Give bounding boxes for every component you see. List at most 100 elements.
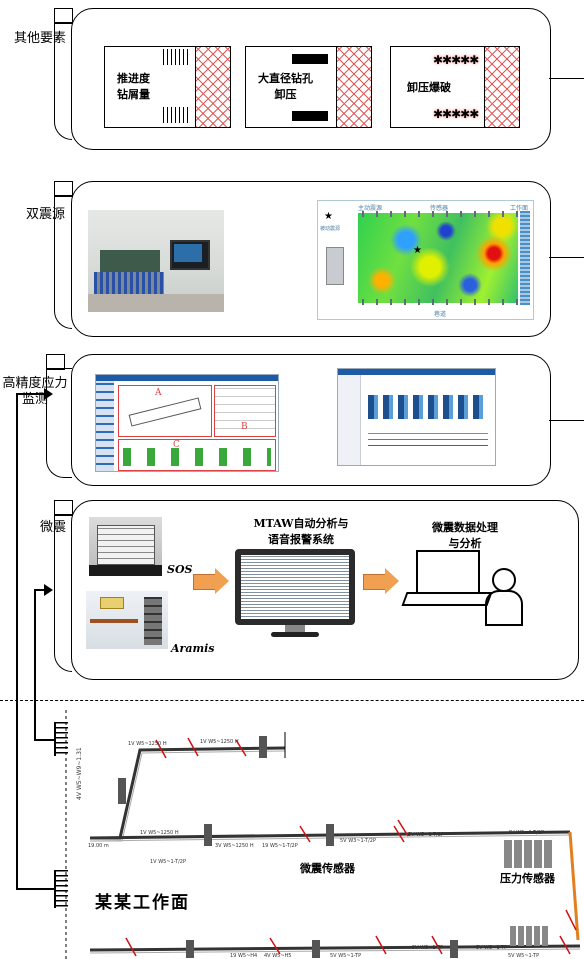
sos-base (89, 565, 162, 576)
aramis-label: Aramis (171, 642, 215, 655)
card-label: 卸压爆破 (407, 81, 451, 94)
arrow-right-1-head (215, 568, 229, 594)
map-star-icon: ★ (324, 211, 333, 222)
mine-label: 5V W5~1-T/2P (408, 832, 444, 838)
screen-sidebar (96, 381, 114, 471)
map-top-label-face: 工作面 (510, 205, 529, 212)
sensor-ticks-bottom (362, 299, 518, 305)
laptop-icon (416, 550, 480, 594)
trend-bars (368, 395, 488, 419)
table (88, 294, 224, 312)
sos-equipment-photo (89, 517, 162, 576)
comb-connector-upper (54, 722, 68, 756)
mine-label: 5V W5~1-TP (508, 953, 540, 959)
card-hatch (195, 47, 230, 127)
mine-label: 1V W5~1-T/2P (150, 859, 186, 865)
mine-label: 5V W5~1-TP (476, 945, 508, 951)
mine-label: 19 W5~1-T/2P (262, 843, 298, 849)
factor-card-large-borehole: 大直径钻孔 卸压 (245, 46, 372, 128)
tab-shadow-microseismic (54, 514, 72, 672)
feed-line-micro (34, 589, 36, 741)
arrow-right-1 (193, 574, 217, 590)
tunnel-sketch (128, 397, 202, 427)
mine-label: 4V W5~H5 (264, 953, 292, 959)
tomography-heatmap (358, 213, 518, 303)
borehole-bar-bottom (292, 111, 328, 121)
arrow-right-2 (363, 574, 387, 590)
laptop-base (401, 592, 493, 606)
region-b: B (214, 385, 276, 437)
drill-bars-bottom (163, 107, 191, 123)
region-c-label: C (173, 440, 180, 450)
tab-shadow-dual-source (54, 195, 72, 329)
pressure-sensor-label: 压力传感器 (500, 872, 555, 885)
person-body-icon (485, 590, 523, 626)
micro-sensor-label: 微震传感器 (300, 862, 355, 875)
tab-shadow-stress (46, 368, 72, 478)
mine-label: 3V W5~1250 H (215, 843, 254, 849)
workface-strip (520, 211, 530, 305)
map-left-box (326, 247, 344, 285)
trend-sidebar (338, 375, 361, 465)
lab-equipment-photo (88, 210, 224, 312)
region-a: A (118, 385, 212, 437)
tab-shadow-other-factors (54, 22, 72, 140)
workface-label: 某某工作面 (95, 893, 190, 913)
aramis-desk (90, 619, 138, 623)
feed-line-main (16, 393, 18, 890)
mine-label: 5V W3~1-T/2P (340, 838, 376, 844)
mine-label: 1V W5~1250 H (140, 830, 179, 836)
monitor-screen (174, 244, 202, 262)
trend-titlebar (338, 369, 495, 375)
stress-software-screen: A B C (95, 374, 279, 472)
feed-line-micro-bottom (34, 739, 54, 741)
map-left-label: 被动震源 (320, 226, 341, 232)
mtaw-monitor (235, 549, 355, 625)
card-hatch (336, 47, 371, 127)
region-b-label: B (241, 422, 248, 432)
card-hatch (484, 47, 519, 127)
screen-titlebar (96, 375, 278, 381)
mtaw-stand (285, 625, 305, 633)
equipment-cables (94, 272, 164, 294)
section-separator (0, 700, 584, 701)
mine-label: 19 W5~H4 (230, 953, 258, 959)
map-top-label-sensor: 传感器 (430, 205, 449, 212)
mine-label: 19.00 m (88, 843, 109, 849)
feed-line-main-top (16, 393, 46, 395)
mine-label: 1V W5~1250 H (200, 739, 239, 745)
region-c: C (118, 439, 276, 471)
section-label-other-factors: 其他要素 (14, 31, 67, 46)
feed-arrow-micro (44, 584, 53, 596)
aramis-rack (144, 597, 162, 645)
mtaw-screen (241, 555, 349, 619)
feed-line-main-bottom (16, 888, 54, 890)
feed-arrow-stress (44, 388, 53, 400)
card-label: 推进度 钻屑量 (117, 72, 150, 101)
drill-bars-top (163, 49, 191, 65)
mine-label: 1V W5~1250 H (128, 741, 167, 747)
factor-card-blasting: ✱✱✱✱✱ ✱✱✱✱✱ 卸压爆破 (390, 46, 520, 128)
bar-charts (123, 448, 271, 466)
factor-card-advance-drill: 推进度 钻屑量 (104, 46, 231, 128)
aramis-workstation-photo (86, 591, 168, 649)
sos-rack (97, 525, 155, 565)
sensor-ticks-top (362, 211, 518, 217)
connector-right-1 (549, 78, 584, 79)
mine-plan (65, 710, 581, 959)
map-center-star-icon: ★ (413, 245, 422, 256)
processing-title: 微震数据处理 与分析 (432, 521, 498, 550)
arrow-right-2-head (385, 568, 399, 594)
card-label: 大直径钻孔 卸压 (258, 72, 313, 101)
connector-right-2 (549, 257, 584, 258)
mine-label: 5V W5~1-TP (412, 945, 444, 951)
mine-vertical-label: 4V W5~W9~1.31 (76, 747, 83, 800)
velocity-map: 主动震源 传感器 工作面 ★ 被动震源 ★ 巷道 (317, 200, 534, 320)
comb-connector-lower (54, 870, 68, 908)
mtaw-title: MTAW自动分析与 语音报警系统 (253, 517, 349, 546)
region-a-label: A (155, 388, 162, 398)
map-top-label-source: 主动震源 (358, 205, 383, 212)
map-bottom-label: 巷道 (434, 311, 447, 318)
equipment-rack (100, 250, 160, 274)
